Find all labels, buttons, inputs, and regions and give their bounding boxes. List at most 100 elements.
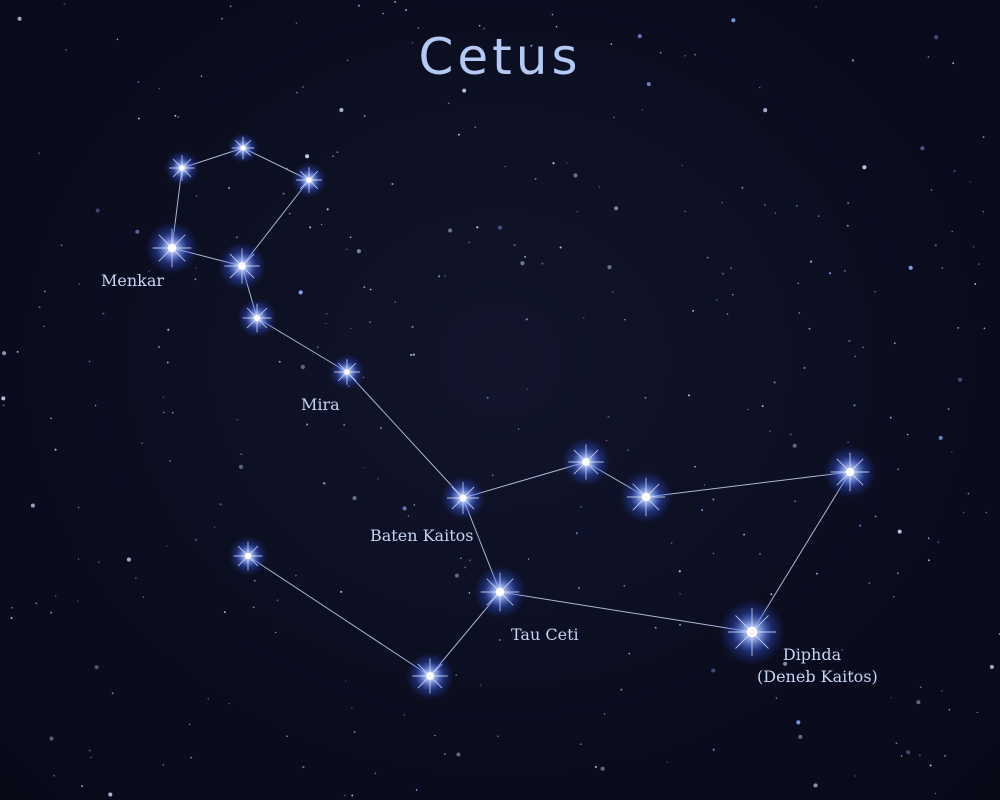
background-star [288, 212, 291, 215]
star [217, 241, 267, 291]
background-star [929, 764, 932, 767]
background-star [351, 794, 354, 797]
background-star [815, 6, 817, 8]
background-star [403, 714, 405, 716]
background-star [525, 318, 528, 321]
background-star [774, 212, 777, 214]
background-star [405, 9, 408, 12]
background-star [238, 464, 244, 469]
background-star [63, 3, 66, 5]
background-star [947, 408, 950, 410]
background-star [934, 244, 937, 247]
background-star [459, 557, 462, 560]
background-star [712, 748, 715, 751]
background-star [520, 261, 525, 266]
background-star [16, 350, 19, 353]
background-star [157, 345, 160, 348]
constellation-line [346, 371, 464, 499]
background-star [65, 49, 67, 51]
background-star [345, 248, 348, 251]
background-star [108, 792, 113, 797]
background-star [906, 750, 911, 755]
background-star [530, 44, 533, 47]
background-star [513, 244, 516, 247]
background-star [377, 478, 379, 480]
background-star [363, 115, 366, 118]
background-star [497, 735, 499, 737]
background-star [294, 574, 297, 577]
background-star [391, 183, 394, 185]
background-star [841, 649, 844, 651]
background-star [363, 286, 366, 288]
background-star [1, 396, 6, 401]
constellation-line [645, 471, 851, 498]
star [719, 599, 785, 665]
background-star [768, 430, 771, 433]
background-star [351, 707, 353, 709]
background-star [758, 552, 762, 555]
background-star [641, 108, 644, 111]
background-star [302, 765, 305, 769]
background-star [623, 584, 625, 587]
background-star [402, 506, 407, 511]
background-star [982, 136, 985, 138]
background-star [295, 22, 298, 24]
background-star [49, 736, 54, 741]
background-star [163, 411, 165, 413]
background-star [854, 355, 857, 358]
background-star [166, 361, 169, 364]
background-star [930, 189, 933, 191]
background-star [438, 275, 441, 278]
background-star [773, 381, 776, 384]
background-star [941, 267, 944, 270]
background-star [167, 328, 170, 331]
background-star [948, 709, 951, 711]
background-star [941, 690, 943, 692]
background-star [526, 388, 529, 390]
background-star [95, 208, 100, 213]
background-star [55, 595, 57, 597]
background-star [928, 559, 930, 562]
background-star [962, 511, 965, 514]
background-star [38, 306, 41, 309]
background-star [893, 596, 895, 598]
background-star [135, 577, 137, 579]
background-star [712, 498, 715, 501]
background-star [967, 492, 970, 495]
background-star [620, 688, 623, 691]
background-star [172, 412, 174, 414]
background-star [611, 290, 614, 293]
star [823, 445, 877, 499]
constellation-line [499, 591, 753, 633]
background-star [624, 318, 626, 321]
background-star [934, 35, 939, 40]
star [329, 354, 365, 390]
background-star [207, 698, 210, 700]
background-star [339, 107, 344, 113]
background-star [346, 59, 349, 62]
background-star [78, 283, 81, 285]
background-star [580, 506, 582, 508]
background-star [524, 256, 526, 258]
background-star [410, 353, 413, 357]
background-star [350, 327, 352, 330]
background-star [576, 210, 578, 213]
background-star [678, 570, 681, 573]
background-star [666, 761, 668, 763]
background-star [278, 360, 281, 363]
background-star [920, 146, 925, 151]
background-star [50, 611, 53, 614]
background-star [654, 626, 657, 629]
star [145, 221, 199, 275]
background-star [598, 186, 601, 188]
star [473, 565, 527, 619]
background-star [236, 236, 238, 239]
background-star [11, 607, 13, 609]
background-star [847, 202, 849, 204]
background-star [976, 711, 978, 714]
background-star [94, 404, 97, 407]
background-star [50, 417, 52, 420]
background-star [974, 282, 977, 285]
